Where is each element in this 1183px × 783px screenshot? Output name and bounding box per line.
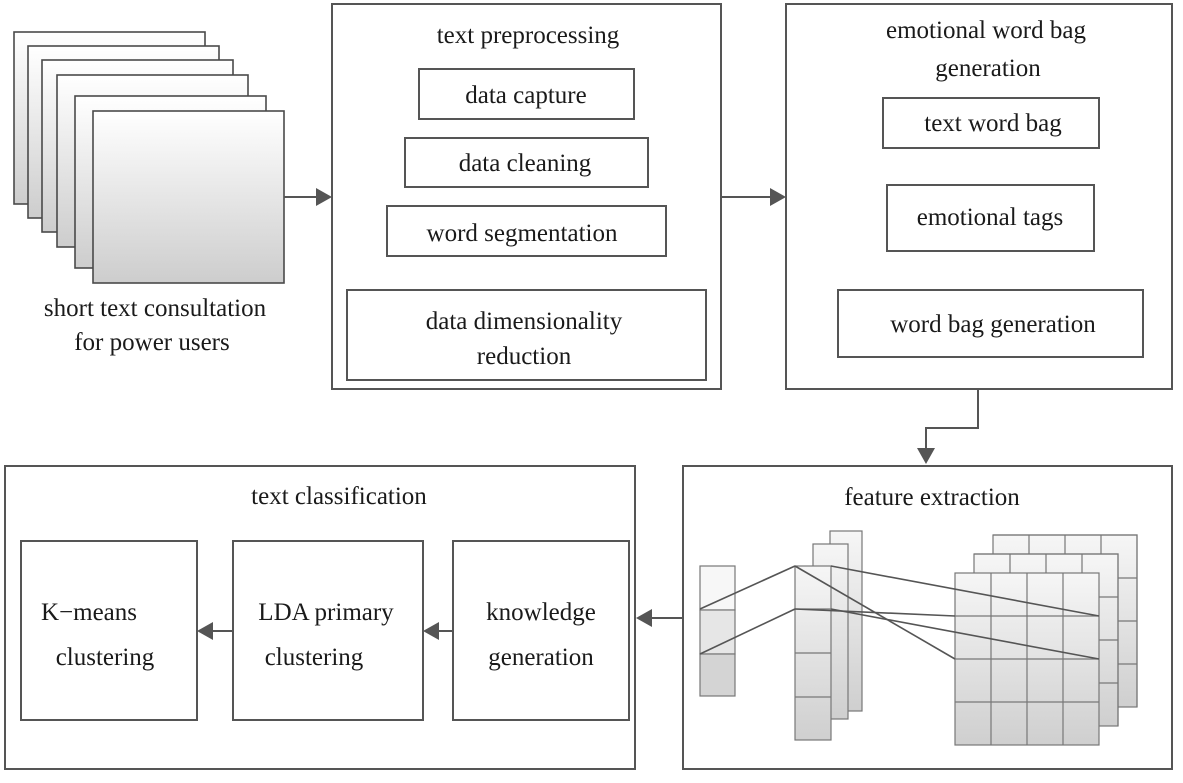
wordbag-title-line1: emotional word bag <box>886 17 1086 44</box>
step-lda-clustering <box>232 540 424 721</box>
feature-maps-icon <box>794 530 863 741</box>
feature-title: feature extraction <box>844 484 1020 511</box>
knowledge-label-line2: generation <box>488 644 594 671</box>
cnn-layers-icon <box>699 530 1138 746</box>
arrow-lda-to-kmeans <box>197 622 233 640</box>
step-reduction-label-line1: data dimensionality <box>426 308 623 335</box>
pooling-grid-icon <box>954 534 1138 746</box>
arrow-feature-to-classification <box>636 609 683 627</box>
lda-label-line2: clustering <box>265 644 364 671</box>
lda-label-line1: LDA primary <box>258 599 394 626</box>
step-text-word-bag <box>882 97 1100 149</box>
classification-title: text classification <box>251 483 427 510</box>
step-word-bag-generation-label: word bag generation <box>890 311 1096 338</box>
input-vector-icon <box>699 565 736 697</box>
step-text-word-bag-label: text word bag <box>924 110 1062 137</box>
source-label-line1: short text consultation <box>44 295 267 322</box>
preprocessing-title: text preprocessing <box>437 22 620 49</box>
kmeans-label-line1: K−means <box>41 599 137 626</box>
document-stack-icon <box>13 31 285 284</box>
arrow-wordbag-to-feature <box>917 389 979 464</box>
step-knowledge-generation <box>452 540 630 721</box>
source-label-line2: for power users <box>74 329 230 356</box>
step-data-capture-label: data capture <box>465 82 586 109</box>
step-emotional-tags-label: emotional tags <box>917 204 1064 231</box>
step-word-bag-generation <box>837 289 1144 358</box>
step-dimensionality-reduction <box>346 289 707 381</box>
step-word-segmentation-label: word segmentation <box>427 220 618 247</box>
arrow-knowledge-to-lda <box>423 622 453 640</box>
step-kmeans-clustering <box>20 540 198 721</box>
arrow-preprocessing-to-wordbag <box>721 188 786 206</box>
step-data-cleaning <box>404 137 649 188</box>
kmeans-label-line2: clustering <box>56 644 155 671</box>
step-emotional-tags <box>886 184 1095 252</box>
wordbag-title-line2: generation <box>935 55 1041 82</box>
step-reduction-label-line2: reduction <box>477 343 572 370</box>
step-word-segmentation <box>386 205 667 257</box>
knowledge-label-line1: knowledge <box>486 599 596 626</box>
arrow-source-to-preprocessing <box>284 188 332 206</box>
projection-lines <box>699 565 1100 660</box>
step-data-cleaning-label: data cleaning <box>459 150 592 177</box>
step-data-capture <box>418 68 635 120</box>
